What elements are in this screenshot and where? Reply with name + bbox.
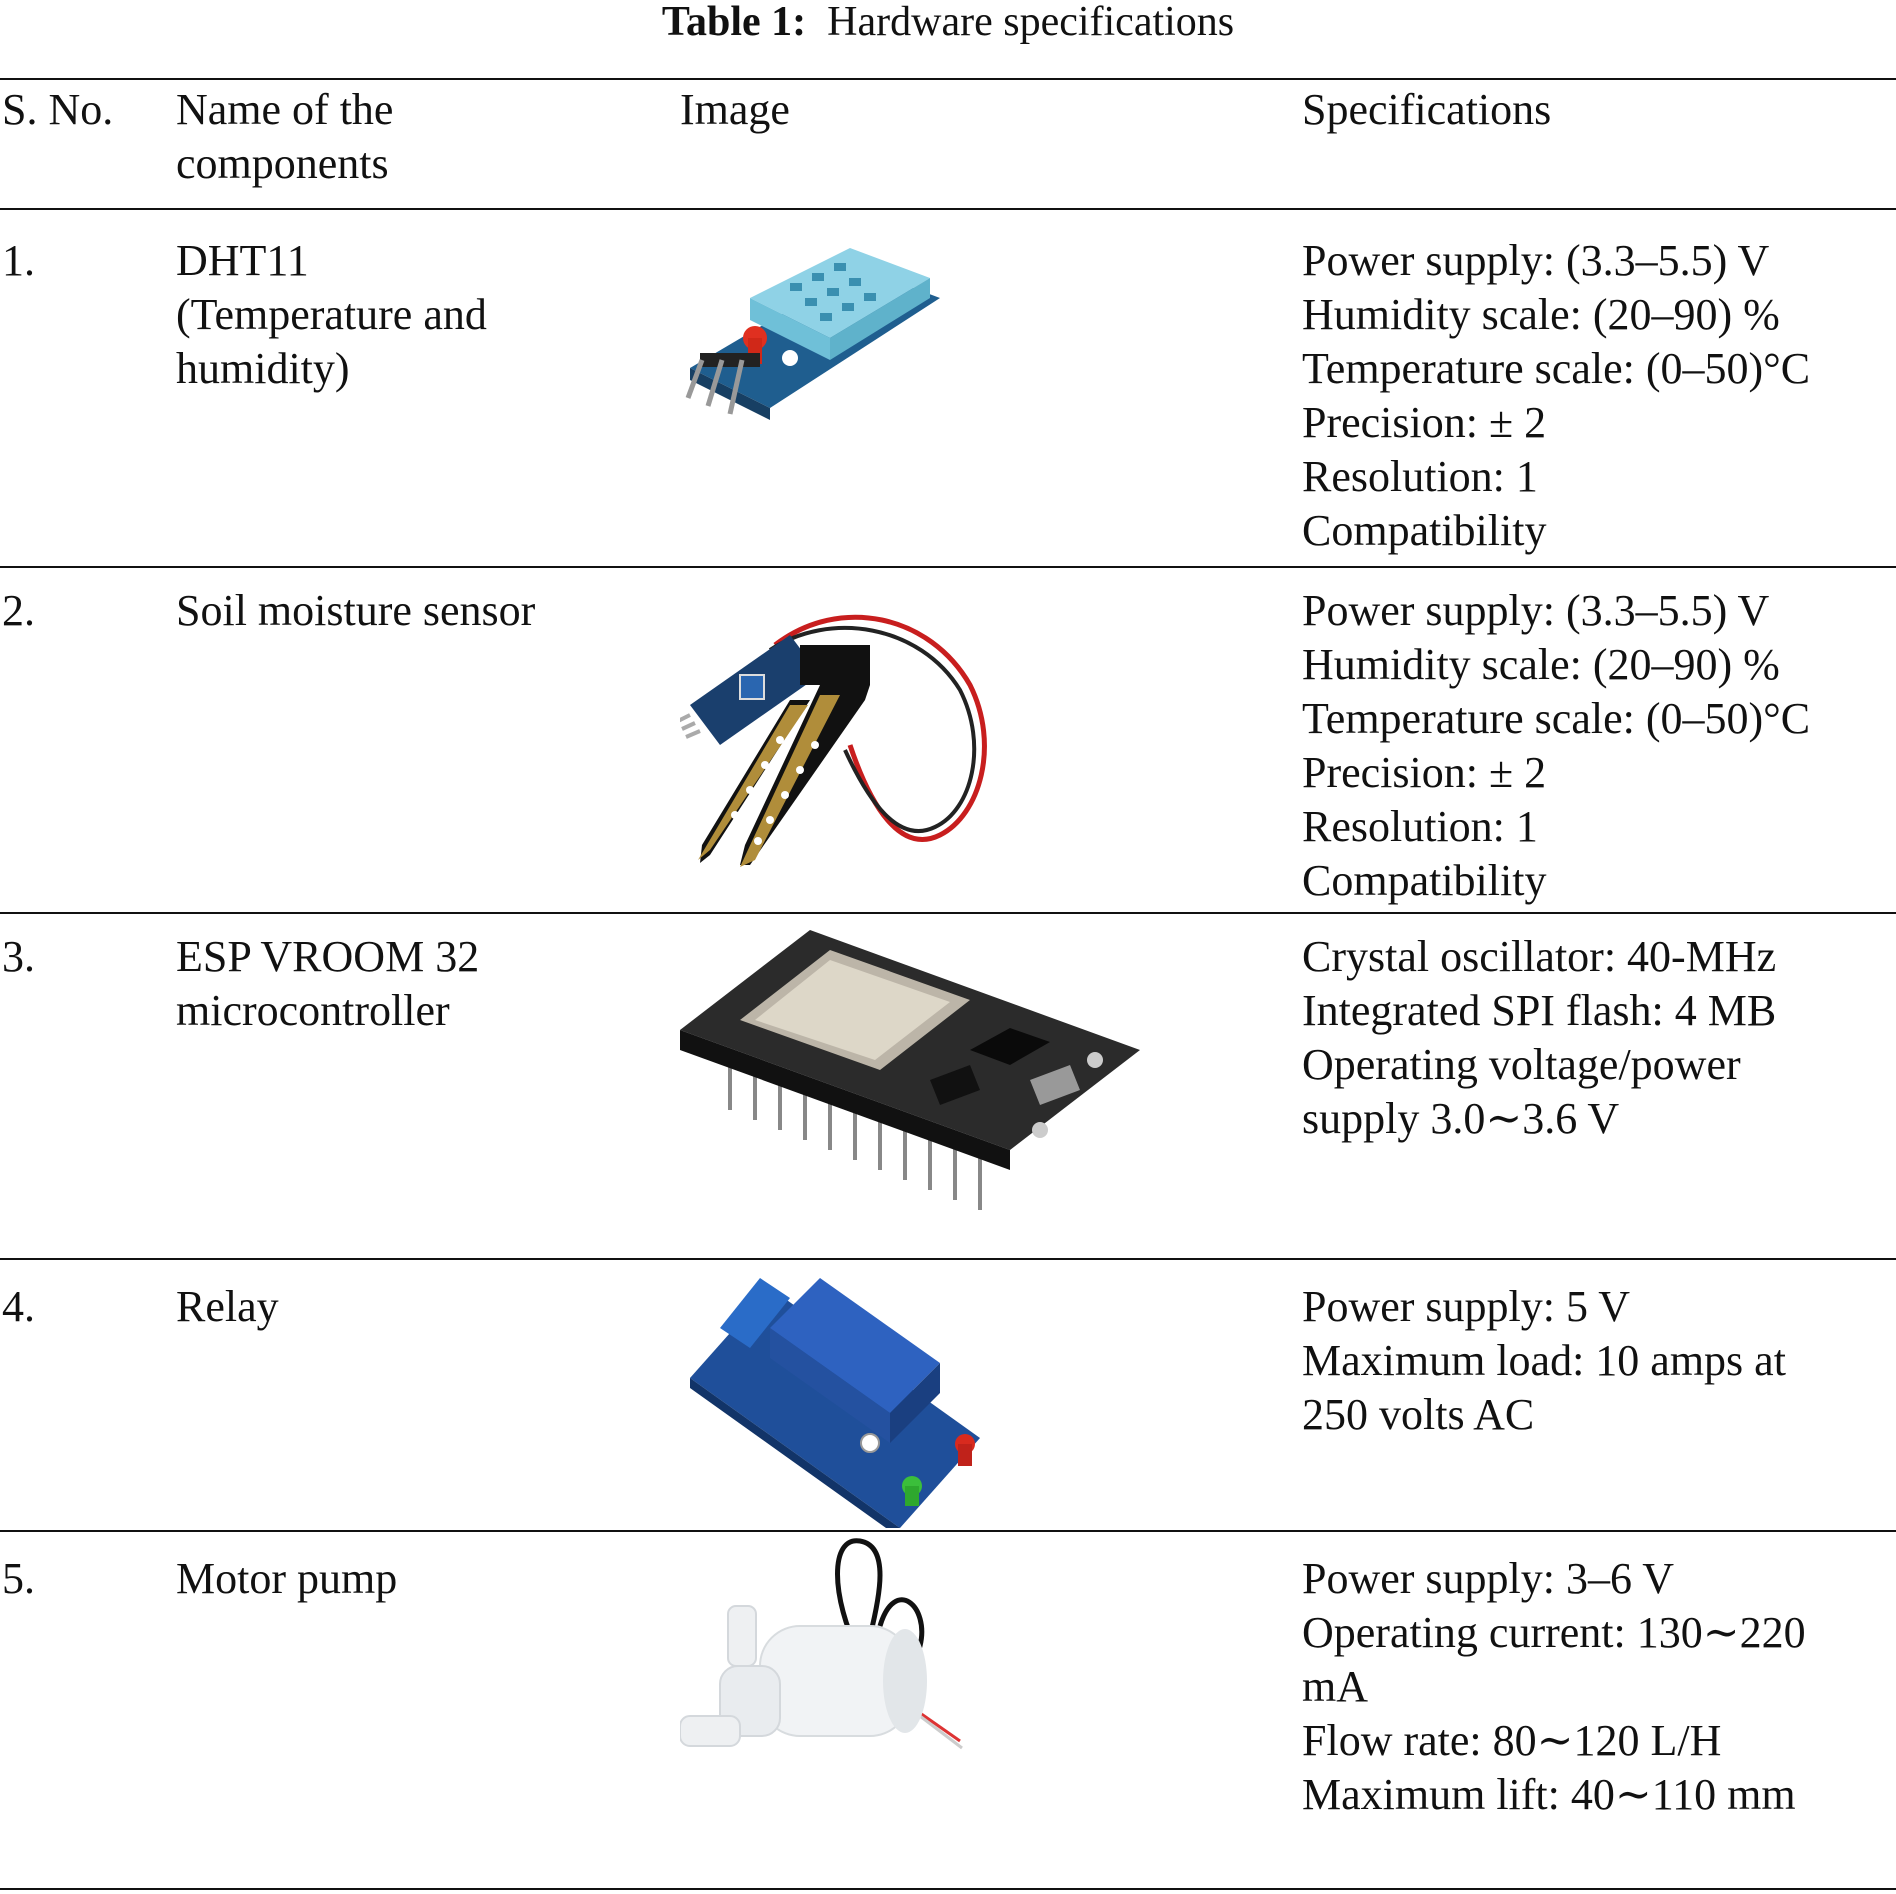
spec-line: Operating voltage/power xyxy=(1302,1040,1741,1089)
header-specifications: Specifications xyxy=(1302,85,1552,134)
spec-line: mA xyxy=(1302,1662,1368,1711)
row-1-name: DHT11 (Temperature and humidity) xyxy=(176,234,487,396)
row-4-sno: 4. xyxy=(2,1282,35,1331)
row-4-name: Relay xyxy=(176,1280,279,1334)
row-1-name-line: humidity) xyxy=(176,344,350,393)
row-3-name-line: microcontroller xyxy=(176,986,450,1035)
spec-line: Temperature scale: (0–50)°C xyxy=(1302,694,1811,743)
spec-line: Flow rate: 80∼120 L/H xyxy=(1302,1716,1722,1765)
table-bottom-rule xyxy=(0,1888,1896,1890)
row-2-specs: Power supply: (3.3–5.5) V Humidity scale… xyxy=(1302,584,1810,908)
spec-line: Power supply: (3.3–5.5) V xyxy=(1302,236,1770,285)
relay-module-image xyxy=(690,1278,980,1528)
spec-line: supply 3.0∼3.6 V xyxy=(1302,1094,1620,1143)
row-5-sno: 5. xyxy=(2,1554,35,1603)
row-3-name-line: ESP VROOM 32 xyxy=(176,932,480,981)
row-divider xyxy=(0,912,1896,914)
row-divider xyxy=(0,566,1896,568)
header-name-line: Name of the xyxy=(176,85,394,134)
header-image: Image xyxy=(680,85,790,134)
row-3-specs: Crystal oscillator: 40-MHz Integrated SP… xyxy=(1302,930,1776,1146)
row-2-sno: 2. xyxy=(2,586,35,635)
caption-label: Table 1: xyxy=(661,0,807,45)
motor-pump-image xyxy=(680,1538,963,1750)
esp32-board-image xyxy=(680,930,1140,1210)
row-4-specs: Power supply: 5 V Maximum load: 10 amps … xyxy=(1302,1280,1786,1442)
spec-line: 250 volts AC xyxy=(1302,1390,1535,1439)
spec-line: Resolution: 1 xyxy=(1302,452,1538,501)
header-name: Name of the components xyxy=(176,83,393,191)
spec-line: Precision: ± 2 xyxy=(1302,748,1547,797)
row-4-name-line: Relay xyxy=(176,1282,279,1331)
row-divider xyxy=(0,1258,1896,1260)
row-3-sno: 3. xyxy=(2,932,35,981)
header-bottom-rule xyxy=(0,208,1896,210)
caption-title: Hardware specifications xyxy=(827,0,1235,45)
row-divider xyxy=(0,1530,1896,1532)
soil-moisture-sensor-image xyxy=(680,614,987,867)
row-3-name: ESP VROOM 32 microcontroller xyxy=(176,930,479,1038)
spec-line: Power supply: (3.3–5.5) V xyxy=(1302,586,1770,635)
spec-line: Power supply: 3–6 V xyxy=(1302,1554,1674,1603)
spec-line: Operating current: 130∼220 xyxy=(1302,1608,1806,1657)
spec-line: Humidity scale: (20–90) % xyxy=(1302,290,1780,339)
row-5-specs: Power supply: 3–6 V Operating current: 1… xyxy=(1302,1552,1806,1822)
spec-line: Humidity scale: (20–90) % xyxy=(1302,640,1780,689)
spec-line: Crystal oscillator: 40-MHz xyxy=(1302,932,1777,981)
spec-line: Temperature scale: (0–50)°C xyxy=(1302,344,1811,393)
row-1-specs: Power supply: (3.3–5.5) V Humidity scale… xyxy=(1302,234,1810,558)
spec-line: Maximum lift: 40∼110 mm xyxy=(1302,1770,1796,1819)
header-name-line: components xyxy=(176,139,389,188)
row-1-name-line: (Temperature and xyxy=(176,290,487,339)
table-caption: Table 1: Hardware specifications xyxy=(0,0,1896,44)
row-1-name-line: DHT11 xyxy=(176,236,309,285)
header-sno: S. No. xyxy=(2,85,114,134)
spec-line: Precision: ± 2 xyxy=(1302,398,1547,447)
row-5-name: Motor pump xyxy=(176,1552,397,1606)
dht11-sensor-image xyxy=(685,248,940,420)
spec-line: Compatibility xyxy=(1302,506,1547,555)
row-5-name-line: Motor pump xyxy=(176,1554,398,1603)
spec-line: Resolution: 1 xyxy=(1302,802,1538,851)
row-1-sno: 1. xyxy=(2,236,35,285)
spec-line: Integrated SPI flash: 4 MB xyxy=(1302,986,1777,1035)
spec-line: Maximum load: 10 amps at xyxy=(1302,1336,1786,1385)
spec-line: Power supply: 5 V xyxy=(1302,1282,1630,1331)
table-top-rule xyxy=(0,78,1896,80)
spec-line: Compatibility xyxy=(1302,856,1547,905)
row-2-name-line: Soil moisture sensor xyxy=(176,586,536,635)
row-2-name: Soil moisture sensor xyxy=(176,584,535,638)
